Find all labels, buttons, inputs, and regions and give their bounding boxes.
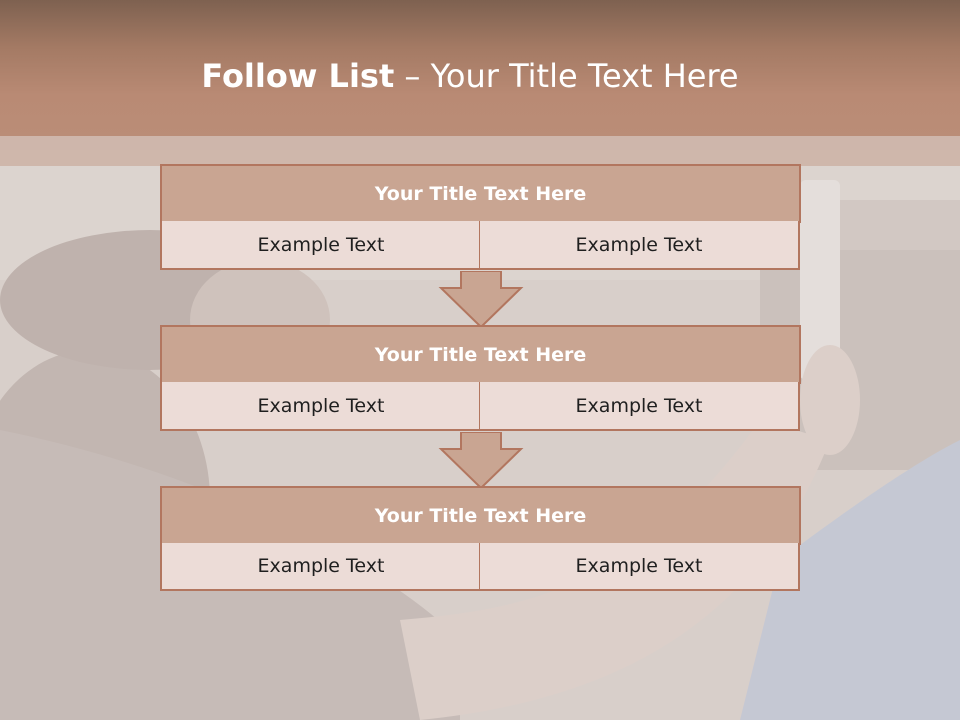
block-title: Your Title Text Here (160, 164, 801, 223)
block-cell-left: Example Text (160, 221, 481, 270)
block-cell-left: Example Text (160, 382, 481, 431)
block-cell-right: Example Text (479, 221, 800, 270)
block-cell-left: Example Text (160, 543, 481, 591)
slide-title-bold: Follow List (201, 57, 395, 95)
block-title: Your Title Text Here (160, 486, 801, 545)
slide-title-rest: Your Title Text Here (430, 57, 739, 95)
down-arrow-icon (438, 271, 524, 329)
slide-title-separator: – (394, 57, 431, 95)
block-cell-right: Example Text (479, 543, 800, 591)
block-cell-right: Example Text (479, 382, 800, 431)
header-strip (0, 136, 960, 166)
down-arrow-icon (438, 432, 524, 490)
header-bar (0, 0, 960, 136)
block-title: Your Title Text Here (160, 325, 801, 384)
slide-title: Follow List – Your Title Text Here (0, 56, 940, 96)
